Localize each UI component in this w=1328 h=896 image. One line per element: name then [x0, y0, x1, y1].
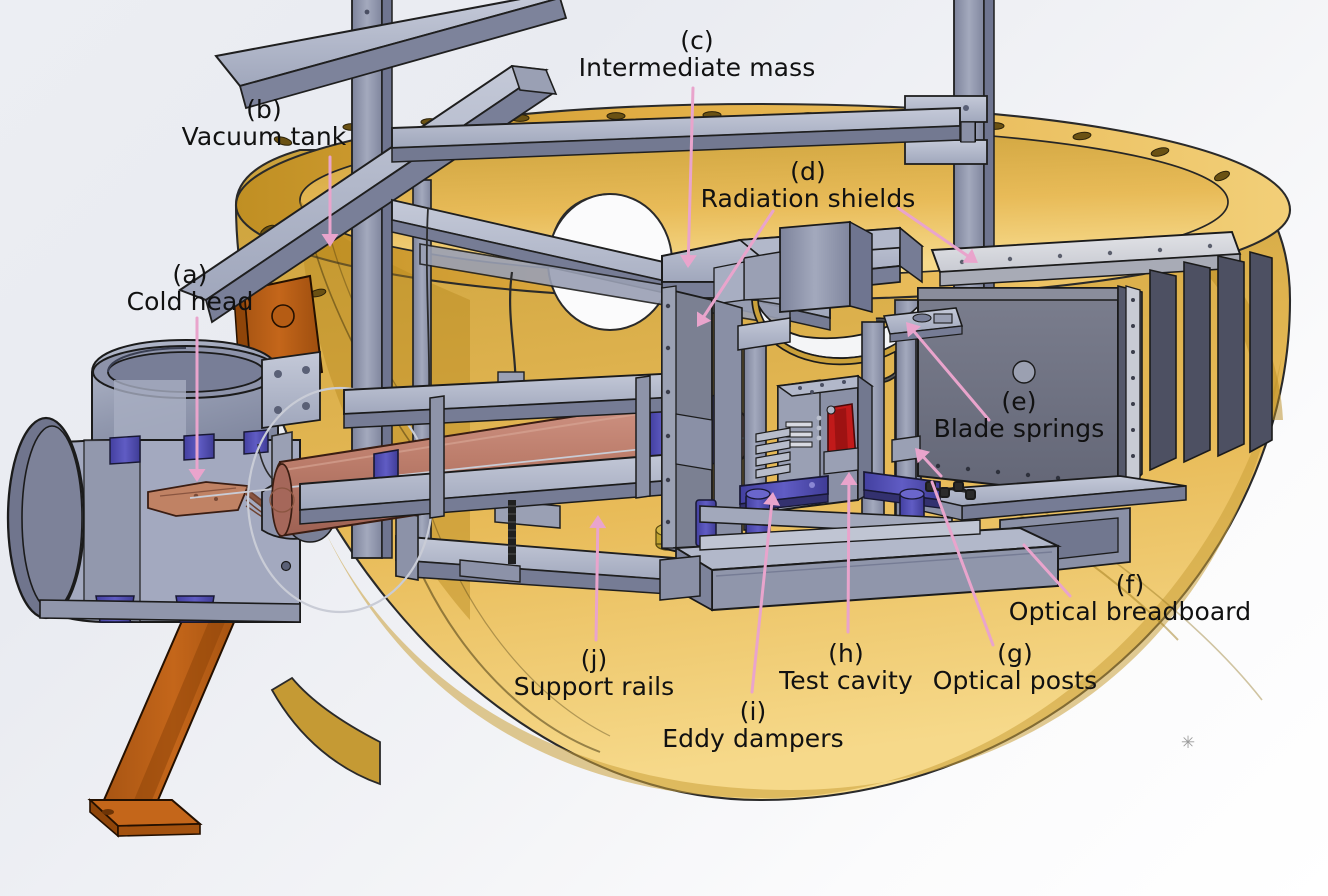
- leader-f: [1022, 543, 1072, 598]
- leader-d-0: [702, 209, 775, 318]
- callout-h: (h) Test cavity: [779, 639, 913, 695]
- callout-d-tag: (d): [790, 157, 826, 186]
- leader-c: [686, 86, 695, 257]
- callout-e-tag: (e): [1001, 387, 1037, 416]
- leader-e-1: [922, 456, 943, 478]
- callout-c-tag: (c): [680, 26, 714, 55]
- callout-i-tag: (i): [739, 697, 767, 726]
- central-cryo-assembly: [695, 298, 976, 567]
- callout-c-name: Intermediate mass: [578, 52, 816, 82]
- callout-leaders: [188, 86, 1072, 694]
- leader-j: [594, 526, 600, 642]
- callout-a-name: Cold head: [126, 286, 254, 316]
- leader-arrowhead-b: [321, 234, 339, 247]
- leader-arrowhead-d-1: [962, 248, 978, 263]
- leader-h: [846, 483, 851, 634]
- callout-j-name: Support rails: [513, 671, 675, 701]
- support-rails: [299, 371, 701, 564]
- callout-b: (b) Vacuum tank: [181, 95, 347, 151]
- leader-arrowhead-j: [589, 515, 607, 529]
- leader-arrowhead-i: [763, 492, 781, 506]
- callout-g-name: Optical posts: [932, 665, 1098, 695]
- leader-arrowhead-a: [188, 469, 206, 482]
- blade-springs-group: [882, 307, 964, 343]
- callout-d-name: Radiation shields: [700, 183, 916, 213]
- leader-g: [930, 480, 995, 647]
- callout-f-name: Optical breadboard: [1008, 596, 1252, 626]
- callout-e-name: Blade springs: [933, 413, 1105, 443]
- leader-e-0: [912, 330, 991, 422]
- leader-arrowhead-c: [679, 254, 697, 268]
- callout-j: (j) Support rails: [513, 645, 675, 701]
- callout-c: (c) Intermediate mass: [578, 26, 816, 82]
- callout-j-tag: (j): [580, 645, 608, 674]
- callout-b-tag: (b): [246, 95, 282, 124]
- leader-d-1: [896, 206, 969, 258]
- callout-a-tag: (a): [172, 260, 208, 289]
- callout-f-tag: (f): [1115, 570, 1145, 599]
- callout-g-tag: (g): [997, 639, 1033, 668]
- callout-d: (d) Radiation shields: [700, 157, 916, 213]
- callout-b-name: Vacuum tank: [181, 121, 347, 151]
- callout-i: (i) Eddy dampers: [662, 697, 844, 753]
- callout-h-name: Test cavity: [779, 665, 913, 695]
- watermark-asterisk: ✳: [1181, 733, 1195, 753]
- leader-i: [750, 503, 774, 694]
- leader-arrowhead-e-1: [915, 448, 931, 464]
- callout-e: (e) Blade springs: [933, 387, 1105, 443]
- leader-arrowhead-e-0: [906, 322, 921, 338]
- callout-h-tag: (h): [828, 639, 864, 668]
- callout-a: (a) Cold head: [126, 260, 254, 316]
- optical-breadboard: [659, 519, 1062, 612]
- leader-arrowhead-h: [840, 472, 858, 486]
- callout-i-name: Eddy dampers: [662, 723, 844, 753]
- leader-arrowhead-d-0: [697, 311, 712, 327]
- callout-f: (f) Optical breadboard: [1008, 570, 1252, 626]
- callout-g: (g) Optical posts: [932, 639, 1098, 695]
